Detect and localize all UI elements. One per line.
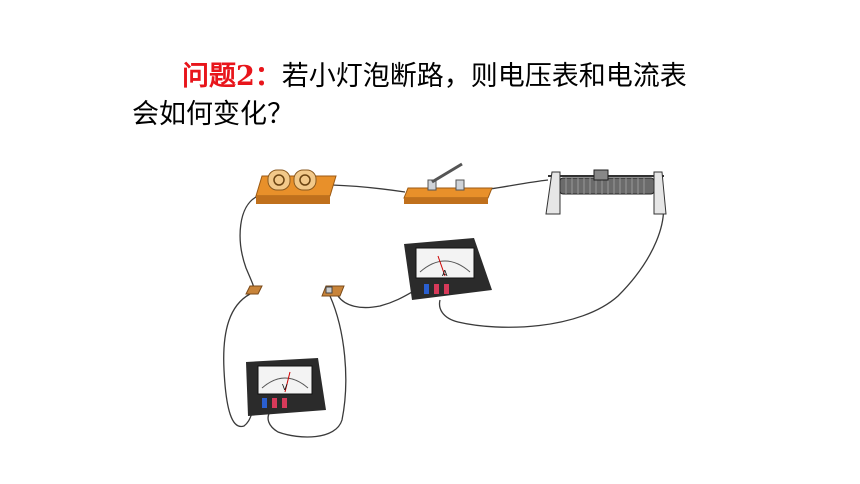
wire-right-voltmeter — [267, 295, 347, 438]
question-text: 问题2：若小灯泡断路，则电压表和电流表 会如何变化？ — [132, 58, 772, 134]
battery-cell-1 — [267, 169, 291, 191]
wire-terminal-ammeter — [337, 291, 413, 309]
question-line-1: 问题2：若小灯泡断路，则电压表和电流表 — [132, 58, 772, 96]
wire-rheostat-ammeter — [438, 189, 665, 328]
wire-switch-rheostat — [489, 179, 549, 190]
rheostat — [545, 169, 667, 215]
left-terminal — [245, 285, 263, 295]
knife-switch — [403, 162, 493, 204]
ammeter-letter: A — [442, 269, 448, 278]
ammeter-dial — [415, 247, 475, 279]
battery-cell-2 — [293, 169, 317, 191]
voltmeter-letter: V — [282, 383, 288, 392]
switch-board — [403, 187, 493, 199]
rheostat-slider — [593, 169, 609, 181]
rheostat-right-leg — [653, 171, 667, 215]
wire-battery-switch — [331, 184, 406, 193]
battery-holder — [255, 169, 337, 204]
question-text-1: 若小灯泡断路，则电压表和电流表 — [281, 61, 687, 92]
voltmeter-dial — [257, 365, 313, 395]
ammeter: A — [404, 238, 492, 300]
question-line-2: 会如何变化？ — [132, 99, 294, 130]
wire-battery-left — [239, 195, 259, 291]
bulb-socket-terminals — [245, 285, 345, 297]
question-label: 问题2： — [182, 61, 282, 92]
voltmeter: V — [246, 358, 326, 416]
switch-blade — [431, 162, 463, 184]
wire-left-voltmeter — [223, 293, 259, 428]
rheostat-left-leg — [545, 171, 561, 215]
right-terminal — [321, 285, 345, 297]
